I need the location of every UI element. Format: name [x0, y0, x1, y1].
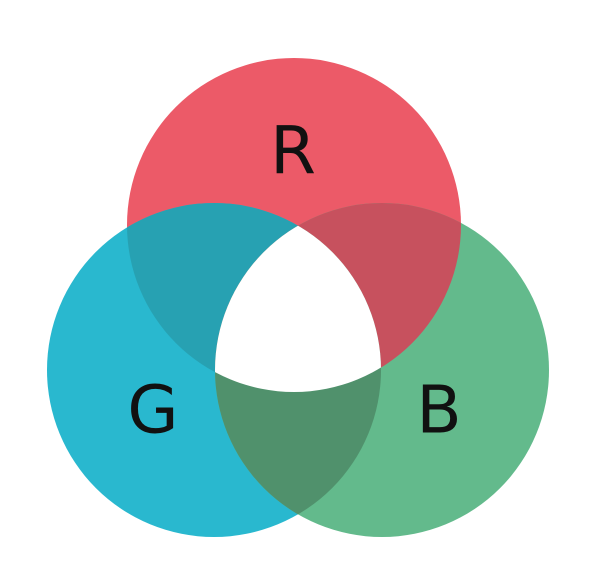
label-b: B	[416, 372, 461, 449]
label-g: G	[127, 372, 178, 449]
label-r: R	[270, 113, 316, 190]
center-overlap	[215, 203, 381, 392]
